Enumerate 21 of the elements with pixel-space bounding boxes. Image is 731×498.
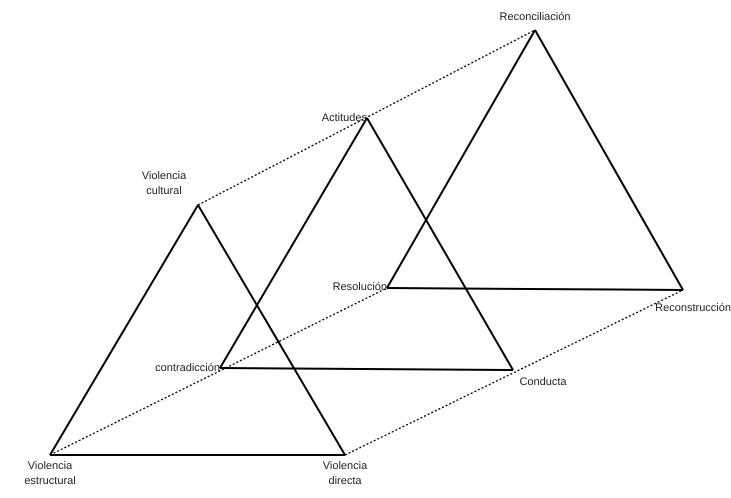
triangle-side [50,454,345,456]
vertex-label: Violencia cultural [130,163,198,205]
vertex-label: Reconciliación [480,6,590,28]
vertex-label: Violencia estructural [12,455,88,493]
vertex-label: Actitudes [280,109,367,127]
vertex-label: contradicción [118,359,220,377]
vertex-label: Reconstrucción [640,290,731,316]
triangle-side [386,30,536,288]
dotted-line [50,287,388,456]
dotted-line [198,29,536,206]
dotted-line [344,289,684,456]
triangle-side [220,367,513,371]
vertex-label: Resolución [300,278,387,296]
triangle-side [197,204,346,456]
triangle-side [366,118,514,370]
triangle-side [49,204,199,456]
triangle-side [219,118,368,368]
triangle-side [534,30,684,290]
triangle-side [387,287,683,291]
vertex-label: Violencia directa [308,455,382,493]
vertex-label: Conducta [513,370,573,394]
